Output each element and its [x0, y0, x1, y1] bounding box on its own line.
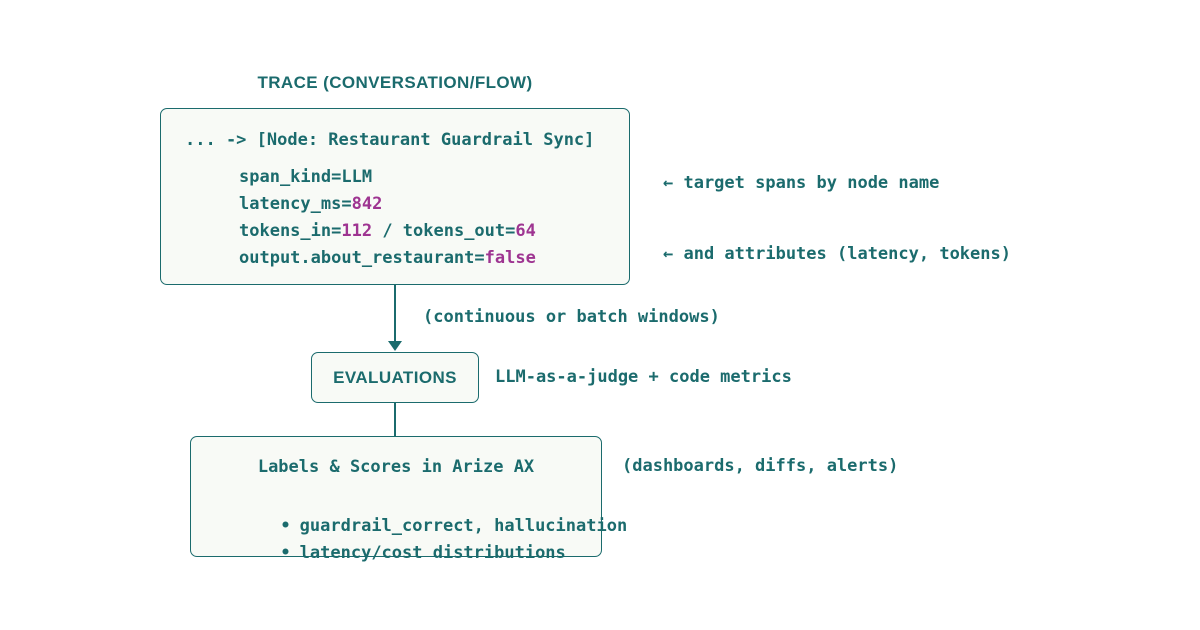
trace-annotations: ← target spans by node name ← and attrib… [663, 126, 1011, 312]
arrow-down-icon [388, 341, 402, 351]
evaluations-box: EVALUATIONS [311, 352, 479, 403]
trace-attr-output: output.about_restaurant=false [239, 248, 536, 268]
connector-line [394, 403, 396, 436]
evaluations-label: EVALUATIONS [333, 367, 457, 387]
trace-node-box: ... -> [Node: Restaurant Guardrail Sync]… [160, 108, 630, 285]
list-item-label: guardrail_correct, hallucination [299, 516, 628, 536]
bullet-icon: • [280, 516, 291, 536]
trace-attr-tokens: tokens_in=112 / tokens_out=64 [239, 221, 536, 241]
flow-arrow-line [394, 285, 396, 342]
bullet-icon: • [280, 543, 291, 563]
labels-note: (dashboards, diffs, alerts) [622, 456, 899, 476]
trace-attr-latency: latency_ms=842 [239, 194, 383, 214]
trace-attr-span-kind: span_kind=LLM [239, 167, 373, 187]
list-item: • guardrail_correct, hallucination [219, 493, 627, 559]
flow-note: (continuous or batch windows) [423, 307, 720, 327]
diagram-title: TRACE (CONVERSATION/FLOW) [257, 73, 533, 92]
annotation-attributes: ← and attributes (latency, tokens) [663, 244, 1011, 264]
list-item: • latency/cost distributions [219, 520, 566, 586]
annotation-target-spans: ← target spans by node name [663, 173, 940, 193]
labels-scores-box: Labels & Scores in Arize AX • guardrail_c… [190, 436, 627, 563]
list-item-label: latency/cost distributions [299, 543, 566, 563]
trace-node-header: ... -> [Node: Restaurant Guardrail Sync] [185, 130, 595, 150]
eval-note: LLM-as-a-judge + code metrics [495, 367, 792, 387]
labels-box-title: Labels & Scores in Arize AX [257, 457, 535, 477]
